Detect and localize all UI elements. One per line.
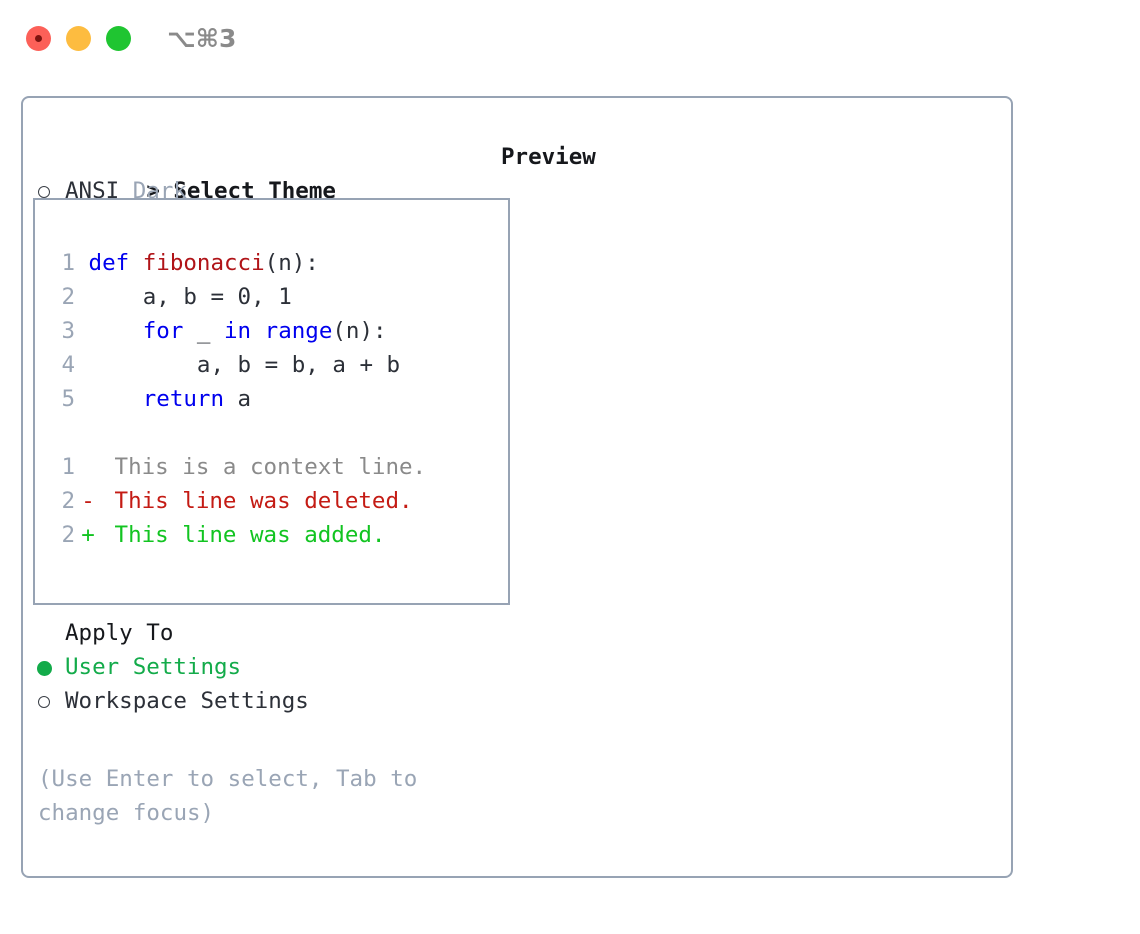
code-token: a, b = 0, 1 <box>88 284 292 310</box>
title-bar: ⌥⌘3 <box>0 0 1140 78</box>
apply-to-label: Workspace Settings <box>65 688 309 714</box>
apply-to-title: Apply To <box>65 620 174 646</box>
diff-line: 2- This line was deleted. <box>47 484 497 518</box>
diff-text: This is a context line. <box>101 454 427 480</box>
diff-marker: + <box>81 522 95 548</box>
code-token <box>251 318 265 344</box>
preview-title: Preview <box>501 144 596 170</box>
code-token: range <box>264 318 333 344</box>
line-number: 2 <box>61 522 75 548</box>
diff-marker: - <box>81 488 95 514</box>
keyboard-hint-text: (Use Enter to select, Tab to change focu… <box>38 766 418 826</box>
line-number: 5 <box>61 386 75 412</box>
minimize-window-button[interactable] <box>66 26 91 51</box>
apply-to-option[interactable]: Workspace Settings <box>38 684 498 718</box>
keyboard-shortcut-label: ⌥⌘3 <box>167 24 237 53</box>
diff-text: This line was added. <box>101 522 386 548</box>
diff-marker <box>75 450 101 484</box>
diff-line: 1 This is a context line. <box>47 450 497 484</box>
apply-to-option[interactable]: User Settings <box>37 650 498 684</box>
code-token: fibonacci <box>142 250 265 276</box>
code-diff-separator <box>47 416 497 450</box>
code-token <box>89 386 143 412</box>
theme-picker-header: >Select Theme <box>38 140 498 204</box>
radio-unselected-icon[interactable] <box>38 174 65 208</box>
content-frame: >Select Theme ANSI DarkAtom One DarkAyu … <box>21 96 1013 878</box>
code-token: return <box>142 386 225 412</box>
code-token: (n): <box>332 318 387 344</box>
apply-to-label: User Settings <box>65 654 242 680</box>
code-token: for <box>142 318 184 344</box>
code-line: 1 def fibonacci(n): <box>47 246 497 280</box>
code-line: 4 a, b = b, a + b <box>47 348 497 382</box>
code-token <box>89 318 143 344</box>
line-number: 4 <box>61 352 75 378</box>
close-window-button[interactable] <box>26 26 51 51</box>
line-number: 2 <box>61 488 75 514</box>
code-token: a <box>224 386 252 412</box>
prompt-arrow-icon: > <box>146 178 160 204</box>
diff-line: 2+ This line was added. <box>47 518 497 552</box>
code-token: (n): <box>264 250 319 276</box>
line-number: 1 <box>61 250 75 276</box>
code-line: 2 a, b = 0, 1 <box>47 280 497 314</box>
code-line: 5 return a <box>47 382 497 416</box>
line-number: 2 <box>61 284 75 310</box>
code-token: _ <box>183 318 225 344</box>
line-number: 3 <box>61 318 75 344</box>
diff-text: This line was deleted. <box>101 488 413 514</box>
radio-unselected-icon[interactable] <box>38 684 65 718</box>
line-number: 1 <box>61 454 75 480</box>
code-token: def <box>88 250 143 276</box>
maximize-window-button[interactable] <box>106 26 131 51</box>
code-token: a, b = b, a + b <box>88 352 401 378</box>
code-line: 3 for _ in range(n): <box>47 314 497 348</box>
radio-selected-icon[interactable] <box>37 650 65 684</box>
preview-panel: Preview <box>501 140 991 174</box>
code-token: in <box>224 318 252 344</box>
